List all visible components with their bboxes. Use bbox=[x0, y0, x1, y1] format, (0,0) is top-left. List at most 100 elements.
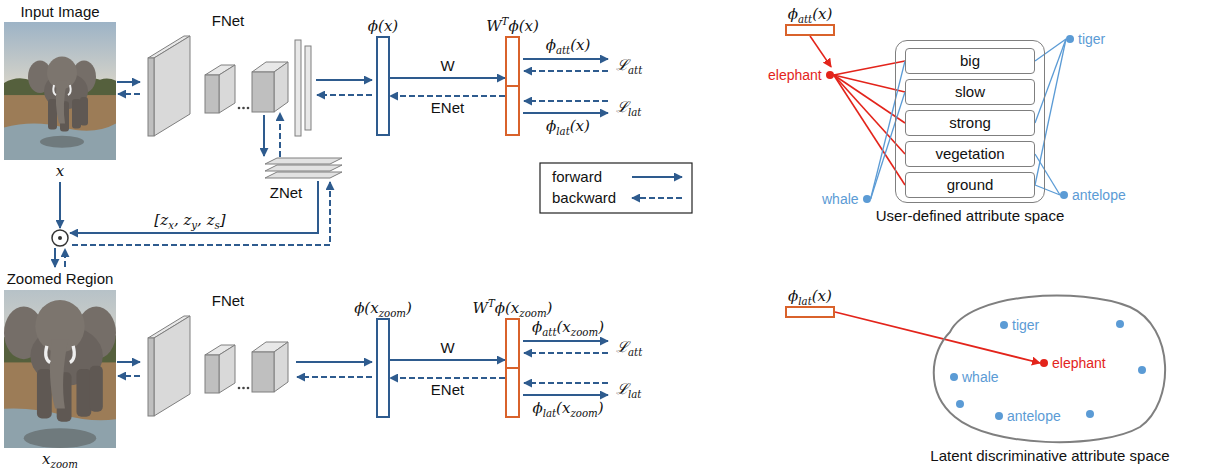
attribute-name: slow bbox=[955, 83, 985, 101]
class-dot bbox=[995, 412, 1003, 420]
class-dot bbox=[1000, 321, 1008, 329]
znet-layer bbox=[265, 165, 342, 171]
class-name: antelope bbox=[1072, 186, 1126, 204]
attribute-name: strong bbox=[949, 114, 991, 132]
class-point: whale bbox=[950, 368, 999, 386]
attribute-box: ground bbox=[905, 172, 1035, 198]
class-dot bbox=[1138, 366, 1146, 374]
class-dot bbox=[1040, 359, 1048, 367]
math-label: ϕlat(xzoom) bbox=[532, 399, 603, 417]
attribute-name: vegetation bbox=[935, 145, 1004, 163]
forward-arrow bbox=[523, 58, 608, 60]
class-name: whale bbox=[822, 190, 859, 208]
forward-arrow bbox=[296, 361, 372, 363]
math-label: ℒlat bbox=[616, 380, 641, 398]
legend-sample bbox=[632, 176, 682, 178]
backward-arrow bbox=[524, 382, 608, 384]
class-dot bbox=[1116, 320, 1124, 328]
connector bbox=[1035, 185, 1060, 195]
forward-arrow bbox=[54, 248, 56, 267]
class-name: elephant bbox=[1052, 354, 1106, 372]
backward-arrow bbox=[524, 70, 608, 72]
embedding-label: ϕlat(x) bbox=[788, 287, 832, 305]
part-name: FNet bbox=[212, 292, 245, 310]
attribute-name: big bbox=[960, 52, 980, 70]
legend-sample bbox=[632, 197, 682, 199]
class-name: tiger bbox=[1012, 316, 1039, 334]
embedding-box: ϕatt(x) bbox=[785, 24, 835, 36]
latent-space: Latent discriminative attribute spacetig… bbox=[930, 292, 1170, 442]
math-label: ϕatt(x) bbox=[546, 36, 591, 54]
elementwise-product bbox=[52, 230, 68, 246]
vector-label: ϕ(x) bbox=[368, 17, 398, 35]
photo bbox=[0, 244, 149, 468]
backward-arrow bbox=[72, 182, 330, 245]
backward-arrow bbox=[118, 93, 140, 95]
attribute-box: strong bbox=[905, 110, 1035, 136]
legend-text: forward bbox=[552, 168, 602, 186]
forward-arrow bbox=[59, 182, 61, 228]
space-caption: User-defined attribute space bbox=[876, 207, 1064, 225]
attribute-space: User-defined attribute spacebigslowstron… bbox=[895, 40, 1045, 203]
zoomed-photo bbox=[0, 244, 149, 468]
connector-label: W bbox=[440, 339, 454, 357]
attribute-vector: WTϕ(xzoom) bbox=[505, 318, 520, 418]
part-name: ZNet bbox=[270, 184, 303, 202]
class-dot bbox=[956, 400, 964, 408]
class-point: elephant bbox=[768, 66, 834, 84]
connector bbox=[390, 359, 505, 361]
class-dot bbox=[1066, 35, 1074, 43]
math-label: ϕlat(x) bbox=[546, 117, 590, 135]
embedding-label: ϕatt(x) bbox=[788, 5, 833, 23]
feature-vector: ϕ(xzoom) bbox=[376, 318, 390, 418]
vector-label: WTϕ(xzoom) bbox=[473, 299, 553, 317]
connector bbox=[871, 92, 905, 199]
attribute-box: slow bbox=[905, 79, 1035, 105]
attribute-box: big bbox=[905, 48, 1035, 74]
flow-arrows bbox=[55, 59, 608, 395]
backward-arrow bbox=[317, 94, 372, 96]
input-photo bbox=[4, 22, 116, 160]
forward-arrow bbox=[316, 79, 372, 81]
connector bbox=[390, 377, 505, 379]
math-label: xzoom bbox=[42, 450, 78, 468]
legend-text: backward bbox=[552, 189, 616, 207]
math-label: [zx, zy, zs] bbox=[154, 211, 225, 229]
class-name: antelope bbox=[1007, 407, 1061, 425]
connector-label: ENet bbox=[431, 381, 464, 399]
math-label: ϕatt(xzoom) bbox=[532, 318, 604, 336]
space-caption: Latent discriminative attribute space bbox=[930, 447, 1169, 465]
split-line bbox=[507, 367, 518, 369]
connector bbox=[871, 61, 905, 199]
backward-arrow bbox=[118, 375, 140, 377]
backward-arrow bbox=[524, 352, 608, 354]
fc-layers bbox=[295, 40, 311, 136]
math-label: ℒatt bbox=[616, 338, 642, 356]
znet-layer bbox=[265, 158, 342, 164]
connector bbox=[835, 312, 1040, 363]
class-point: elephant bbox=[1040, 354, 1106, 372]
feature-vector: ϕ(x) bbox=[376, 36, 390, 136]
legend-box bbox=[540, 163, 692, 213]
forward-arrow bbox=[117, 81, 140, 83]
attribute-vector: WTϕ(x) bbox=[505, 36, 520, 136]
part-name: Zoomed Region bbox=[7, 270, 114, 288]
embedding-box: ϕlat(x) bbox=[785, 306, 835, 318]
forward-arrow bbox=[523, 394, 608, 396]
odot-dot bbox=[58, 236, 62, 240]
class-point: whale bbox=[822, 190, 871, 208]
fc-layer bbox=[295, 40, 301, 136]
forward-arrow bbox=[523, 340, 608, 342]
part-name: FNet bbox=[212, 12, 245, 30]
backward-arrow bbox=[297, 376, 372, 378]
forward-arrow bbox=[263, 115, 265, 156]
fc-layer bbox=[305, 46, 311, 130]
math-label: x bbox=[56, 162, 64, 180]
connector-label: W bbox=[440, 57, 454, 75]
vector-label: WTϕ(x) bbox=[486, 17, 539, 35]
forward-arrow bbox=[70, 181, 318, 233]
legend-frame bbox=[540, 163, 692, 213]
math-label: ℒlat bbox=[616, 98, 641, 116]
connector bbox=[810, 36, 831, 67]
